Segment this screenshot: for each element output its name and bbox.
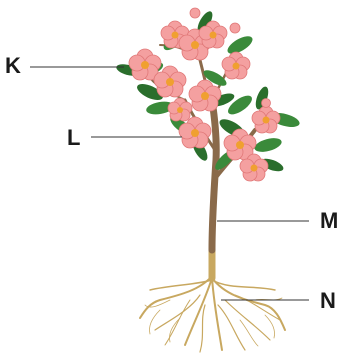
flower-bud (230, 23, 240, 33)
flower (189, 80, 221, 111)
flower (252, 106, 280, 133)
label-m: M (320, 210, 338, 232)
label-l: L (67, 127, 80, 149)
label-k: K (5, 55, 21, 77)
flower-bud (190, 8, 200, 18)
label-n: N (320, 290, 336, 312)
flower (168, 98, 192, 121)
flower-bud (262, 99, 271, 108)
flower (179, 117, 211, 148)
flower (222, 52, 250, 79)
